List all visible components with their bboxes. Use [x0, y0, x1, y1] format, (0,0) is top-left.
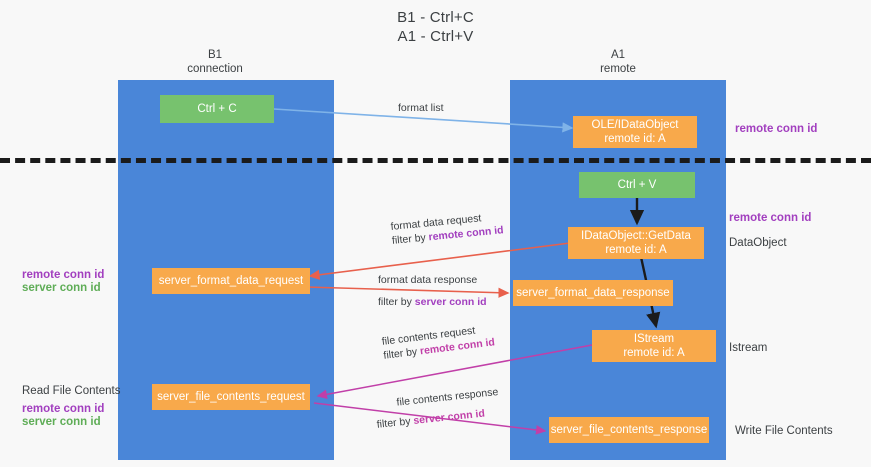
- column-header-a1-name: A1: [610, 49, 626, 61]
- page-title: B1 - Ctrl+C A1 - Ctrl+V: [0, 8, 871, 46]
- node-ctrl-v[interactable]: Ctrl + V: [579, 172, 695, 198]
- edge-label-file-contents-response: file contents response filter by server …: [374, 385, 501, 432]
- edge-label-file-contents-request: file contents request filter by remote c…: [381, 321, 496, 362]
- node-getdata[interactable]: IDataObject::GetData remote id: A: [568, 227, 704, 259]
- side-label-read-file-contents: Read File Contents: [22, 385, 121, 397]
- edge-label-format-data-response: format data response filter by server co…: [378, 273, 487, 309]
- node-idataobject-line2: remote id: A: [604, 133, 666, 145]
- column-header-b1-sub: connection: [187, 63, 243, 75]
- side-label-left-remote-conn-id-mid: remote conn id: [22, 269, 105, 281]
- edge-label-format-data-response-highlight: server conn id: [414, 296, 487, 308]
- column-header-b1-name: B1: [207, 49, 223, 61]
- node-getdata-line1: IDataObject::GetData: [581, 230, 691, 242]
- edge-label-format-data-response-line1: format data response: [378, 274, 478, 286]
- side-label-remote-conn-id-top: remote conn id: [735, 123, 818, 135]
- phase-separator: [0, 158, 871, 163]
- node-server-file-contents-request-label: server_file_contents_request: [157, 391, 305, 403]
- side-label-remote-conn-id-mid: remote conn id: [729, 212, 812, 224]
- edge-label-file-contents-response-prefix: filter by: [376, 415, 415, 431]
- node-server-format-data-request[interactable]: server_format_data_request: [152, 268, 310, 294]
- node-getdata-line2: remote id: A: [605, 244, 667, 256]
- node-server-file-contents-response[interactable]: server_file_contents_response: [549, 417, 709, 443]
- side-label-left-server-conn-id-mid: server conn id: [22, 282, 101, 294]
- title-line-1: B1 - Ctrl+C: [397, 9, 474, 26]
- edge-label-format-data-request: format data request filter by remote con…: [390, 209, 504, 248]
- edge-label-format-list: format list: [398, 101, 444, 115]
- edge-label-format-data-request-prefix: filter by: [391, 231, 430, 247]
- edge-label-file-contents-request-prefix: filter by: [382, 345, 421, 362]
- node-istream-line2: remote id: A: [623, 347, 685, 359]
- node-server-file-contents-request[interactable]: server_file_contents_request: [152, 384, 310, 410]
- node-idataobject-line1: OLE/IDataObject: [591, 119, 679, 131]
- node-ctrl-v-label: Ctrl + V: [617, 179, 657, 191]
- node-istream-line1: IStream: [633, 333, 675, 345]
- column-header-b1: B1 connection: [155, 48, 275, 76]
- edge-label-format-data-response-line2: filter by server conn id: [378, 295, 487, 309]
- node-istream[interactable]: IStream remote id: A: [592, 330, 716, 362]
- title-line-2: A1 - Ctrl+V: [397, 28, 474, 45]
- node-server-format-data-response[interactable]: server_format_data_response: [513, 280, 673, 306]
- node-server-file-contents-response-label: server_file_contents_response: [550, 424, 708, 436]
- column-header-a1-sub: remote: [600, 63, 636, 75]
- edge-label-format-list-line1: format list: [398, 102, 444, 114]
- node-ctrl-c[interactable]: Ctrl + C: [160, 95, 274, 123]
- side-label-dataobject: DataObject: [729, 237, 787, 249]
- side-label-istream: Istream: [729, 342, 768, 354]
- edge-label-format-data-response-prefix: filter by: [378, 296, 415, 308]
- side-label-left-remote-conn-id-bottom: remote conn id: [22, 403, 105, 415]
- edge-label-file-contents-response-highlight: server conn id: [412, 407, 486, 427]
- node-server-format-data-response-label: server_format_data_response: [516, 287, 670, 299]
- side-label-write-file-contents: Write File Contents: [735, 425, 833, 437]
- node-server-format-data-request-label: server_format_data_request: [158, 275, 304, 287]
- side-label-left-server-conn-id-bottom: server conn id: [22, 416, 101, 428]
- column-header-a1: A1 remote: [558, 48, 678, 76]
- node-ctrl-c-label: Ctrl + C: [197, 103, 237, 115]
- node-idataobject[interactable]: OLE/IDataObject remote id: A: [573, 116, 697, 148]
